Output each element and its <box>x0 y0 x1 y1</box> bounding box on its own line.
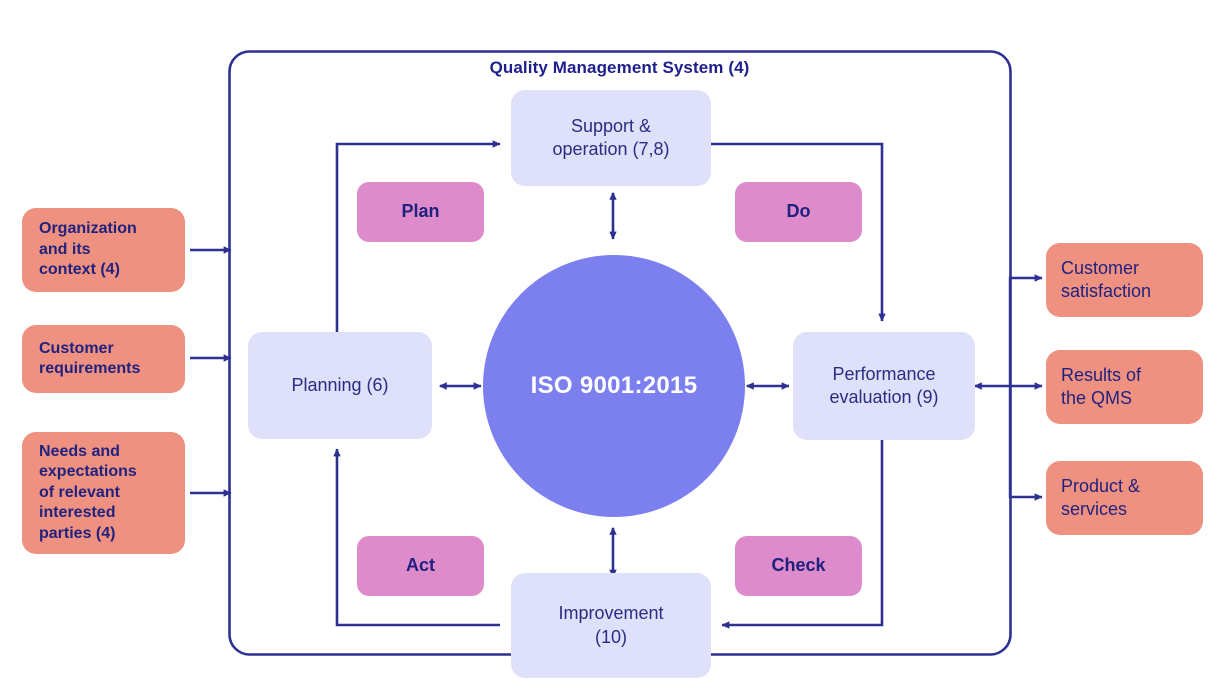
product-services-line-1: Product & <box>1061 475 1141 496</box>
customer-satisfaction-line-2: satisfaction <box>1061 281 1152 301</box>
results-qms-line-2: the QMS <box>1061 388 1133 408</box>
output-box-results-of-the-qms[interactable]: Results of the QMS <box>1046 350 1203 424</box>
needs-line-1: Needs and <box>39 442 120 460</box>
product-services-line-2: services <box>1061 499 1128 519</box>
customer-satisfaction-line-1: Customer <box>1061 257 1140 278</box>
pdca-box-do[interactable]: Do <box>735 182 862 242</box>
loop-performance-to-improvement <box>721 440 884 629</box>
qms-title: Quality Management System (4) <box>489 58 750 77</box>
needs-line-3: of relevant <box>39 483 120 501</box>
performance-line-2: evaluation (9) <box>829 387 939 407</box>
loop-improvement-to-planning <box>333 448 500 627</box>
output-box-product-and-services[interactable]: Product & services <box>1046 461 1203 535</box>
needs-line-5: parties (4) <box>39 524 116 542</box>
needs-line-4: interested <box>39 504 116 522</box>
improvement-line-1: Improvement <box>558 603 664 624</box>
pdca-box-act[interactable]: Act <box>357 536 484 596</box>
pdca-box-plan[interactable]: Plan <box>357 182 484 242</box>
input-box-customer-requirements[interactable]: Customer requirements <box>22 325 185 393</box>
process-box-improvement[interactable]: Improvement (10) <box>511 573 711 678</box>
customer-requirements-line-2: requirements <box>39 360 141 377</box>
process-box-support-operation[interactable]: Support & operation (7,8) <box>511 90 711 186</box>
loop-support-to-performance <box>711 142 886 322</box>
organization-line-3: context (4) <box>39 261 120 279</box>
core-circle-iso-9001: ISO 9001:2015 <box>483 255 745 517</box>
process-box-planning[interactable]: Planning (6) <box>248 332 432 439</box>
customer-requirements-line-1: Customer <box>39 339 114 357</box>
organization-line-2: and its <box>39 240 91 258</box>
pdca-plan-label: Plan <box>401 201 440 222</box>
input-box-needs-and-expectations[interactable]: Needs and expectations of relevant inter… <box>22 432 185 554</box>
input-box-organization-and-its-context[interactable]: Organization and its context (4) <box>22 208 185 292</box>
results-qms-line-1: Results of <box>1061 364 1142 385</box>
improvement-line-2: (10) <box>594 626 627 647</box>
needs-line-2: expectations <box>39 463 137 481</box>
pdca-act-label: Act <box>405 555 435 576</box>
pdca-do-label: Do <box>786 201 811 222</box>
support-line-1: Support & <box>570 115 652 136</box>
process-box-performance-evaluation[interactable]: Performance evaluation (9) <box>793 332 975 440</box>
organization-line-1: Organization <box>39 220 137 238</box>
output-box-customer-satisfaction[interactable]: Customer satisfaction <box>1046 243 1203 317</box>
arrow-output-product-services <box>1008 386 1043 501</box>
arrow-output-customer-satisfaction <box>1008 274 1043 386</box>
core-circle-label: ISO 9001:2015 <box>530 372 698 399</box>
planning-label: Planning (6) <box>291 374 389 395</box>
pdca-box-check[interactable]: Check <box>735 536 862 596</box>
pdca-check-label: Check <box>771 555 826 576</box>
performance-line-1: Performance <box>832 363 936 384</box>
support-line-2: operation (7,8) <box>552 139 670 159</box>
